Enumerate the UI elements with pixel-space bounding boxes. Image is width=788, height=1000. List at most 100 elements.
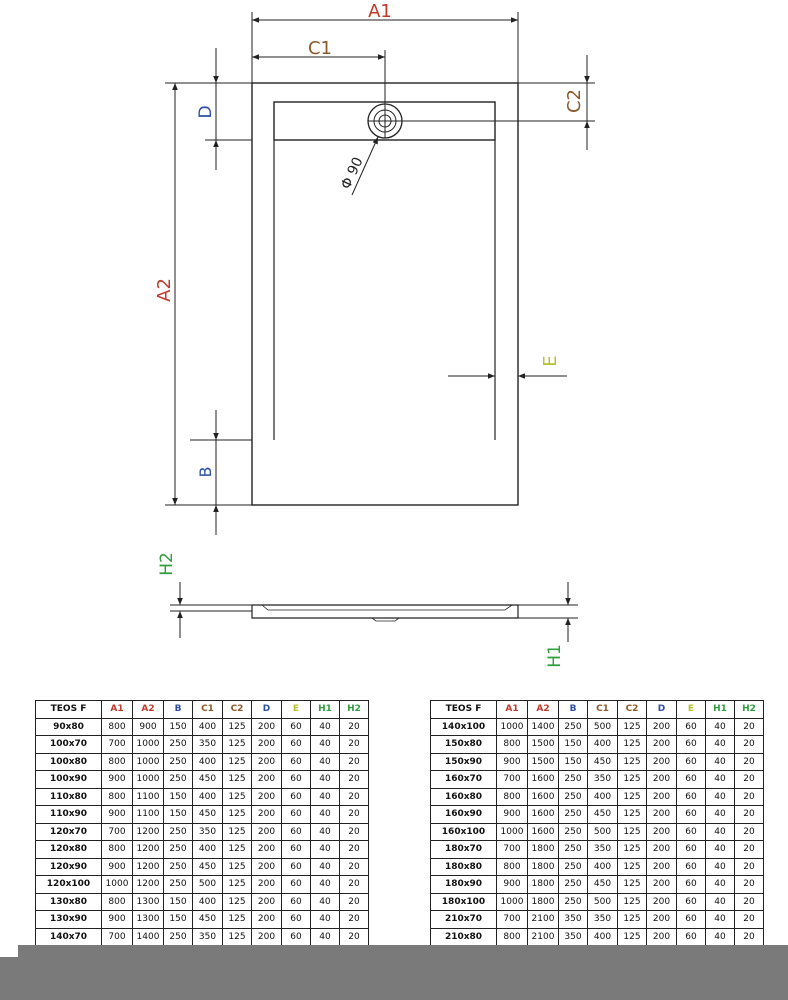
value-cell: 250 [558,717,588,736]
value-cell: 40 [310,840,340,859]
value-cell: 40 [310,770,340,789]
value-cell: 150 [163,787,193,806]
value-cell: 1300 [132,910,164,929]
value-cell: 125 [617,857,647,876]
value-cell: 700 [101,927,133,946]
header-cell-b: B [163,700,193,719]
value-cell: 250 [558,787,588,806]
value-cell: 700 [496,840,528,859]
value-cell: 200 [251,875,282,894]
value-cell: 1800 [527,857,559,876]
value-cell: 800 [101,787,133,806]
value-cell: 125 [617,787,647,806]
drain-icon [367,103,403,139]
header-cell-a2: A2 [527,700,559,719]
value-cell: 20 [339,805,369,824]
value-cell: 40 [705,787,735,806]
value-cell: 20 [339,910,369,929]
value-cell: 1800 [527,875,559,894]
value-cell: 1300 [132,892,164,911]
model-cell: 120x80 [35,840,102,859]
value-cell: 1100 [132,787,164,806]
value-cell: 20 [734,892,764,911]
value-cell: 20 [339,892,369,911]
value-cell: 1000 [101,875,133,894]
value-cell: 20 [734,770,764,789]
value-cell: 40 [705,822,735,841]
value-cell: 250 [558,822,588,841]
value-cell: 60 [676,892,706,911]
value-cell: 40 [705,840,735,859]
value-cell: 200 [646,822,677,841]
value-cell: 250 [558,770,588,789]
value-cell: 20 [339,717,369,736]
model-cell: 90x80 [35,717,102,736]
value-cell: 60 [281,787,311,806]
value-cell: 400 [192,717,223,736]
value-cell: 700 [101,822,133,841]
value-cell: 200 [646,892,677,911]
value-cell: 200 [646,910,677,929]
header-cell-c1: C1 [587,700,618,719]
value-cell: 40 [705,770,735,789]
value-cell: 1200 [132,822,164,841]
value-cell: 60 [281,752,311,771]
value-cell: 350 [587,910,618,929]
value-cell: 60 [281,735,311,754]
value-cell: 500 [587,892,618,911]
value-cell: 20 [734,840,764,859]
value-cell: 20 [339,857,369,876]
value-cell: 20 [339,840,369,859]
value-cell: 60 [676,787,706,806]
header-cell-h1: H1 [310,700,340,719]
value-cell: 20 [734,805,764,824]
value-cell: 450 [192,857,223,876]
value-cell: 20 [734,752,764,771]
label-e: E [540,355,561,366]
header-cell-b: B [558,700,588,719]
value-cell: 250 [163,822,193,841]
value-cell: 450 [587,875,618,894]
model-cell: 120x90 [35,857,102,876]
value-cell: 250 [558,875,588,894]
value-cell: 40 [310,822,340,841]
value-cell: 60 [676,805,706,824]
value-cell: 400 [587,857,618,876]
value-cell: 450 [587,752,618,771]
value-cell: 40 [705,875,735,894]
value-cell: 200 [251,840,282,859]
value-cell: 250 [163,752,193,771]
value-cell: 200 [251,752,282,771]
value-cell: 200 [646,857,677,876]
shower-tray-technical-drawing: A1 C1 C2 D A2 B E Φ 90 H2 H1 [154,1,595,668]
value-cell: 1500 [527,752,559,771]
value-cell: 60 [676,840,706,859]
value-cell: 150 [163,892,193,911]
value-cell: 800 [101,892,133,911]
value-cell: 40 [705,892,735,911]
label-b: B [196,467,215,478]
model-cell: 160x90 [430,805,497,824]
value-cell: 900 [496,752,528,771]
value-cell: 40 [310,892,340,911]
model-cell: 120x70 [35,822,102,841]
value-cell: 20 [734,910,764,929]
value-cell: 200 [251,805,282,824]
value-cell: 250 [558,840,588,859]
value-cell: 200 [251,787,282,806]
value-cell: 800 [496,857,528,876]
value-cell: 125 [222,770,252,789]
